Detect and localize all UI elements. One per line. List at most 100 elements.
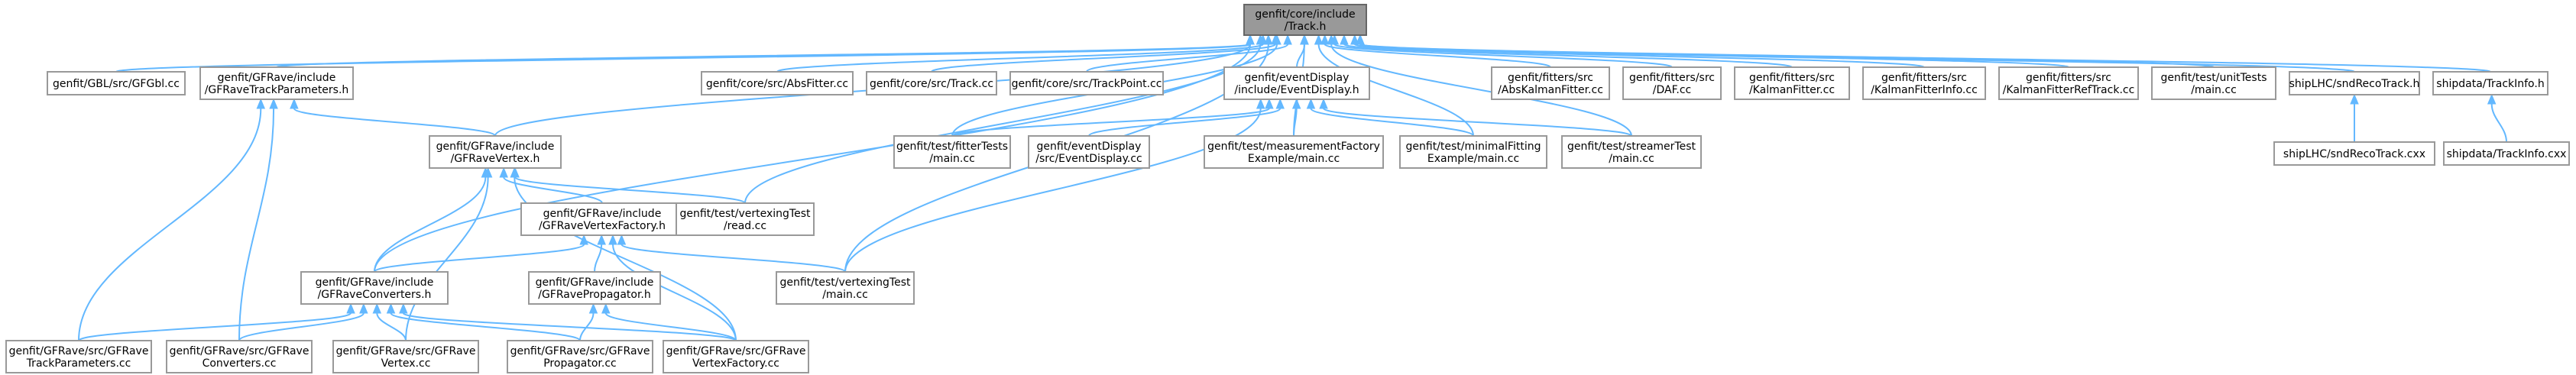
- node-label-line: genfit/fitters/src: [1508, 72, 1593, 84]
- node-fittertests[interactable]: genfit/test/fitterTests/main.cc: [893, 135, 1011, 169]
- edge-arrowhead: [483, 166, 493, 178]
- edge-arrowhead: [359, 302, 368, 314]
- node-box: [507, 340, 653, 373]
- edge-src-vf-to-gfrvf-h: [612, 244, 737, 341]
- node-root[interactable]: genfit/core/include/Track.h: [1243, 4, 1367, 36]
- node-label-line: VertexFactory.cc: [692, 357, 779, 370]
- edge-arrowhead: [588, 302, 598, 314]
- node-label-line: /main.cc: [1609, 153, 1654, 165]
- node-measfactory[interactable]: genfit/test/measurementFactoryExample/ma…: [1204, 135, 1384, 169]
- node-label-line: /main.cc: [2191, 84, 2237, 96]
- node-label-line: /GFRaveVertexFactory.h: [539, 220, 666, 232]
- edge-arrowhead: [1314, 34, 1324, 45]
- node-box: [1243, 4, 1367, 36]
- node-box: [429, 135, 562, 169]
- node-src-vf[interactable]: genfit/GFRave/src/GFRaveVertexFactory.cc: [663, 340, 809, 373]
- node-box: [776, 271, 915, 305]
- node-box: [166, 340, 313, 373]
- node-kalman[interactable]: genfit/fitters/src/KalmanFitter.cc: [1734, 66, 1850, 100]
- node-gfrtp[interactable]: genfit/GFRave/include/GFRaveTrackParamet…: [199, 66, 354, 100]
- edge-arrowhead: [601, 302, 611, 314]
- edge-src-conv-to-gfrtp: [238, 108, 275, 341]
- node-label-line: genfit/core/src/TrackPoint.cc: [1012, 78, 1162, 90]
- edge-vtxmain-to-gfrvf-h: [621, 244, 846, 273]
- node-label-line: genfit/GFRave/src/GFRave: [9, 345, 149, 357]
- edge-src-vf-to-gfrconv-h: [402, 312, 737, 341]
- node-vtxmain[interactable]: genfit/test/vertexingTest/main.cc: [776, 271, 915, 305]
- edge-arrowhead: [510, 166, 519, 178]
- node-src-conv[interactable]: genfit/GFRave/src/GFRaveConverters.cc: [166, 340, 313, 373]
- node-evdisp-h[interactable]: genfit/eventDisplay/include/EventDisplay…: [1223, 66, 1370, 100]
- node-gfrprop-h[interactable]: genfit/GFRave/include/GFRavePropagator.h: [528, 271, 661, 305]
- node-vtxread[interactable]: genfit/test/vertexingTest/read.cc: [676, 202, 815, 236]
- node-unittests[interactable]: genfit/test/unitTests/main.cc: [2151, 66, 2276, 100]
- node-gfrconv-h[interactable]: genfit/GFRave/include/GFRaveConverters.h: [300, 271, 449, 305]
- node-sndh[interactable]: shipLHC/sndRecoTrack.h: [2289, 71, 2420, 95]
- node-streamer[interactable]: genfit/test/streamerTest/main.cc: [1561, 135, 1702, 169]
- edge-src-vertex-to-gfrv-h: [405, 176, 489, 341]
- edge-gfrconv-h-to-gfrv-h: [374, 176, 487, 273]
- node-gbl[interactable]: genfit/GBL/src/GFGbl.cc: [47, 71, 186, 95]
- node-shipinfo-h[interactable]: shipdata/TrackInfo.h: [2432, 71, 2548, 95]
- edge-src-tp-to-gfrconv-h: [78, 312, 352, 341]
- node-abskalman[interactable]: genfit/fitters/src/AbsKalmanFitter.cc: [1491, 66, 1610, 100]
- node-gfrvf-h[interactable]: genfit/GFRave/include/GFRaveVertexFactor…: [520, 202, 684, 236]
- node-kalmanref[interactable]: genfit/fitters/src/KalmanFitterRefTrack.…: [1998, 66, 2139, 100]
- node-label-line: /Track.h: [1285, 21, 1327, 33]
- node-gfrv-h[interactable]: genfit/GFRave/include/GFRaveVertex.h: [429, 135, 562, 169]
- edge-arrowhead: [256, 98, 266, 109]
- node-label-line: genfit/GFRave/include: [536, 276, 654, 289]
- node-box: [2432, 71, 2548, 95]
- node-label-line: /AbsKalmanFitter.cc: [1498, 84, 1603, 96]
- node-label-line: genfit/fitters/src: [1749, 72, 1835, 84]
- node-sndcxx[interactable]: shipLHC/sndRecoTrack.cxx: [2273, 141, 2435, 166]
- node-label-line: genfit/test/minimalFitting: [1406, 141, 1541, 153]
- node-minimal[interactable]: genfit/test/minimalFittingExample/main.c…: [1399, 135, 1547, 169]
- node-label-line: Example/main.cc: [1248, 153, 1340, 165]
- node-daf[interactable]: genfit/fitters/src/DAF.cc: [1622, 66, 1722, 100]
- node-label-line: genfit/test/measurementFactory: [1207, 141, 1380, 153]
- node-label-line: shipdata/TrackInfo.h: [2436, 78, 2544, 90]
- node-layer: genfit/core/include/Track.h genfit/GBL/sr…: [5, 4, 2570, 373]
- node-src-tp[interactable]: genfit/GFRave/src/GFRaveTrackParameters.…: [5, 340, 152, 373]
- node-src-prop[interactable]: genfit/GFRave/src/GFRavePropagator.cc: [507, 340, 653, 373]
- node-box: [866, 71, 997, 95]
- node-box: [701, 71, 854, 95]
- node-label-line: /KalmanFitterRefTrack.cc: [2003, 84, 2135, 96]
- node-shipinfo-cxx[interactable]: shipdata/TrackInfo.cxx: [2443, 141, 2570, 166]
- node-box: [1399, 135, 1547, 169]
- edge-arrowhead: [2350, 93, 2359, 105]
- node-trackpoint[interactable]: genfit/core/src/TrackPoint.cc: [1009, 71, 1164, 95]
- node-box: [1223, 66, 1370, 100]
- node-label-line: shipdata/TrackInfo.cxx: [2447, 148, 2567, 160]
- node-box: [199, 66, 354, 100]
- edge-src-prop-to-gfrprop-h: [579, 312, 595, 341]
- node-src-vertex[interactable]: genfit/GFRave/src/GFRaveVertex.cc: [332, 340, 479, 373]
- edge-arrowhead: [2487, 93, 2497, 105]
- node-box: [1622, 66, 1722, 100]
- edge-trackcc-to-root: [931, 44, 1276, 73]
- node-box: [893, 135, 1011, 169]
- node-box: [528, 271, 661, 305]
- edge-arrowhead: [269, 98, 278, 109]
- node-label-line: genfit/core/src/Track.cc: [870, 78, 993, 90]
- edge-arrowhead: [1283, 34, 1292, 45]
- edge-measfactory-to-evdisp-h: [1293, 108, 1298, 137]
- node-kalmaninfo[interactable]: genfit/fitters/src/KalmanFitterInfo.cc: [1862, 66, 1986, 100]
- node-label-line: genfit/eventDisplay: [1245, 72, 1350, 84]
- node-label-line: /GFRaveConverters.h: [318, 289, 432, 301]
- node-label-line: genfit/fitters/src: [1881, 72, 1967, 84]
- node-evdisp-cc[interactable]: genfit/eventDisplay/src/EventDisplay.cc: [1028, 135, 1150, 169]
- edge-minimal-to-root: [1317, 44, 1474, 137]
- node-trackcc[interactable]: genfit/core/src/Track.cc: [866, 71, 997, 95]
- edge-arrowhead: [579, 234, 588, 245]
- node-label-line: genfit/test/unitTests: [2161, 72, 2267, 84]
- edge-src-prop-to-gfrconv-h: [390, 312, 581, 341]
- edge-arrowhead: [1306, 98, 1316, 109]
- node-label-line: Vertex.cc: [381, 357, 431, 370]
- node-absfitter[interactable]: genfit/core/src/AbsFitter.cc: [701, 71, 854, 95]
- edge-gfrprop-h-to-gfrvf-h: [594, 244, 603, 273]
- edge-layer: [78, 34, 2507, 341]
- edge-arrowhead: [290, 98, 299, 109]
- node-label-line: genfit/core/src/AbsFitter.cc: [706, 78, 848, 90]
